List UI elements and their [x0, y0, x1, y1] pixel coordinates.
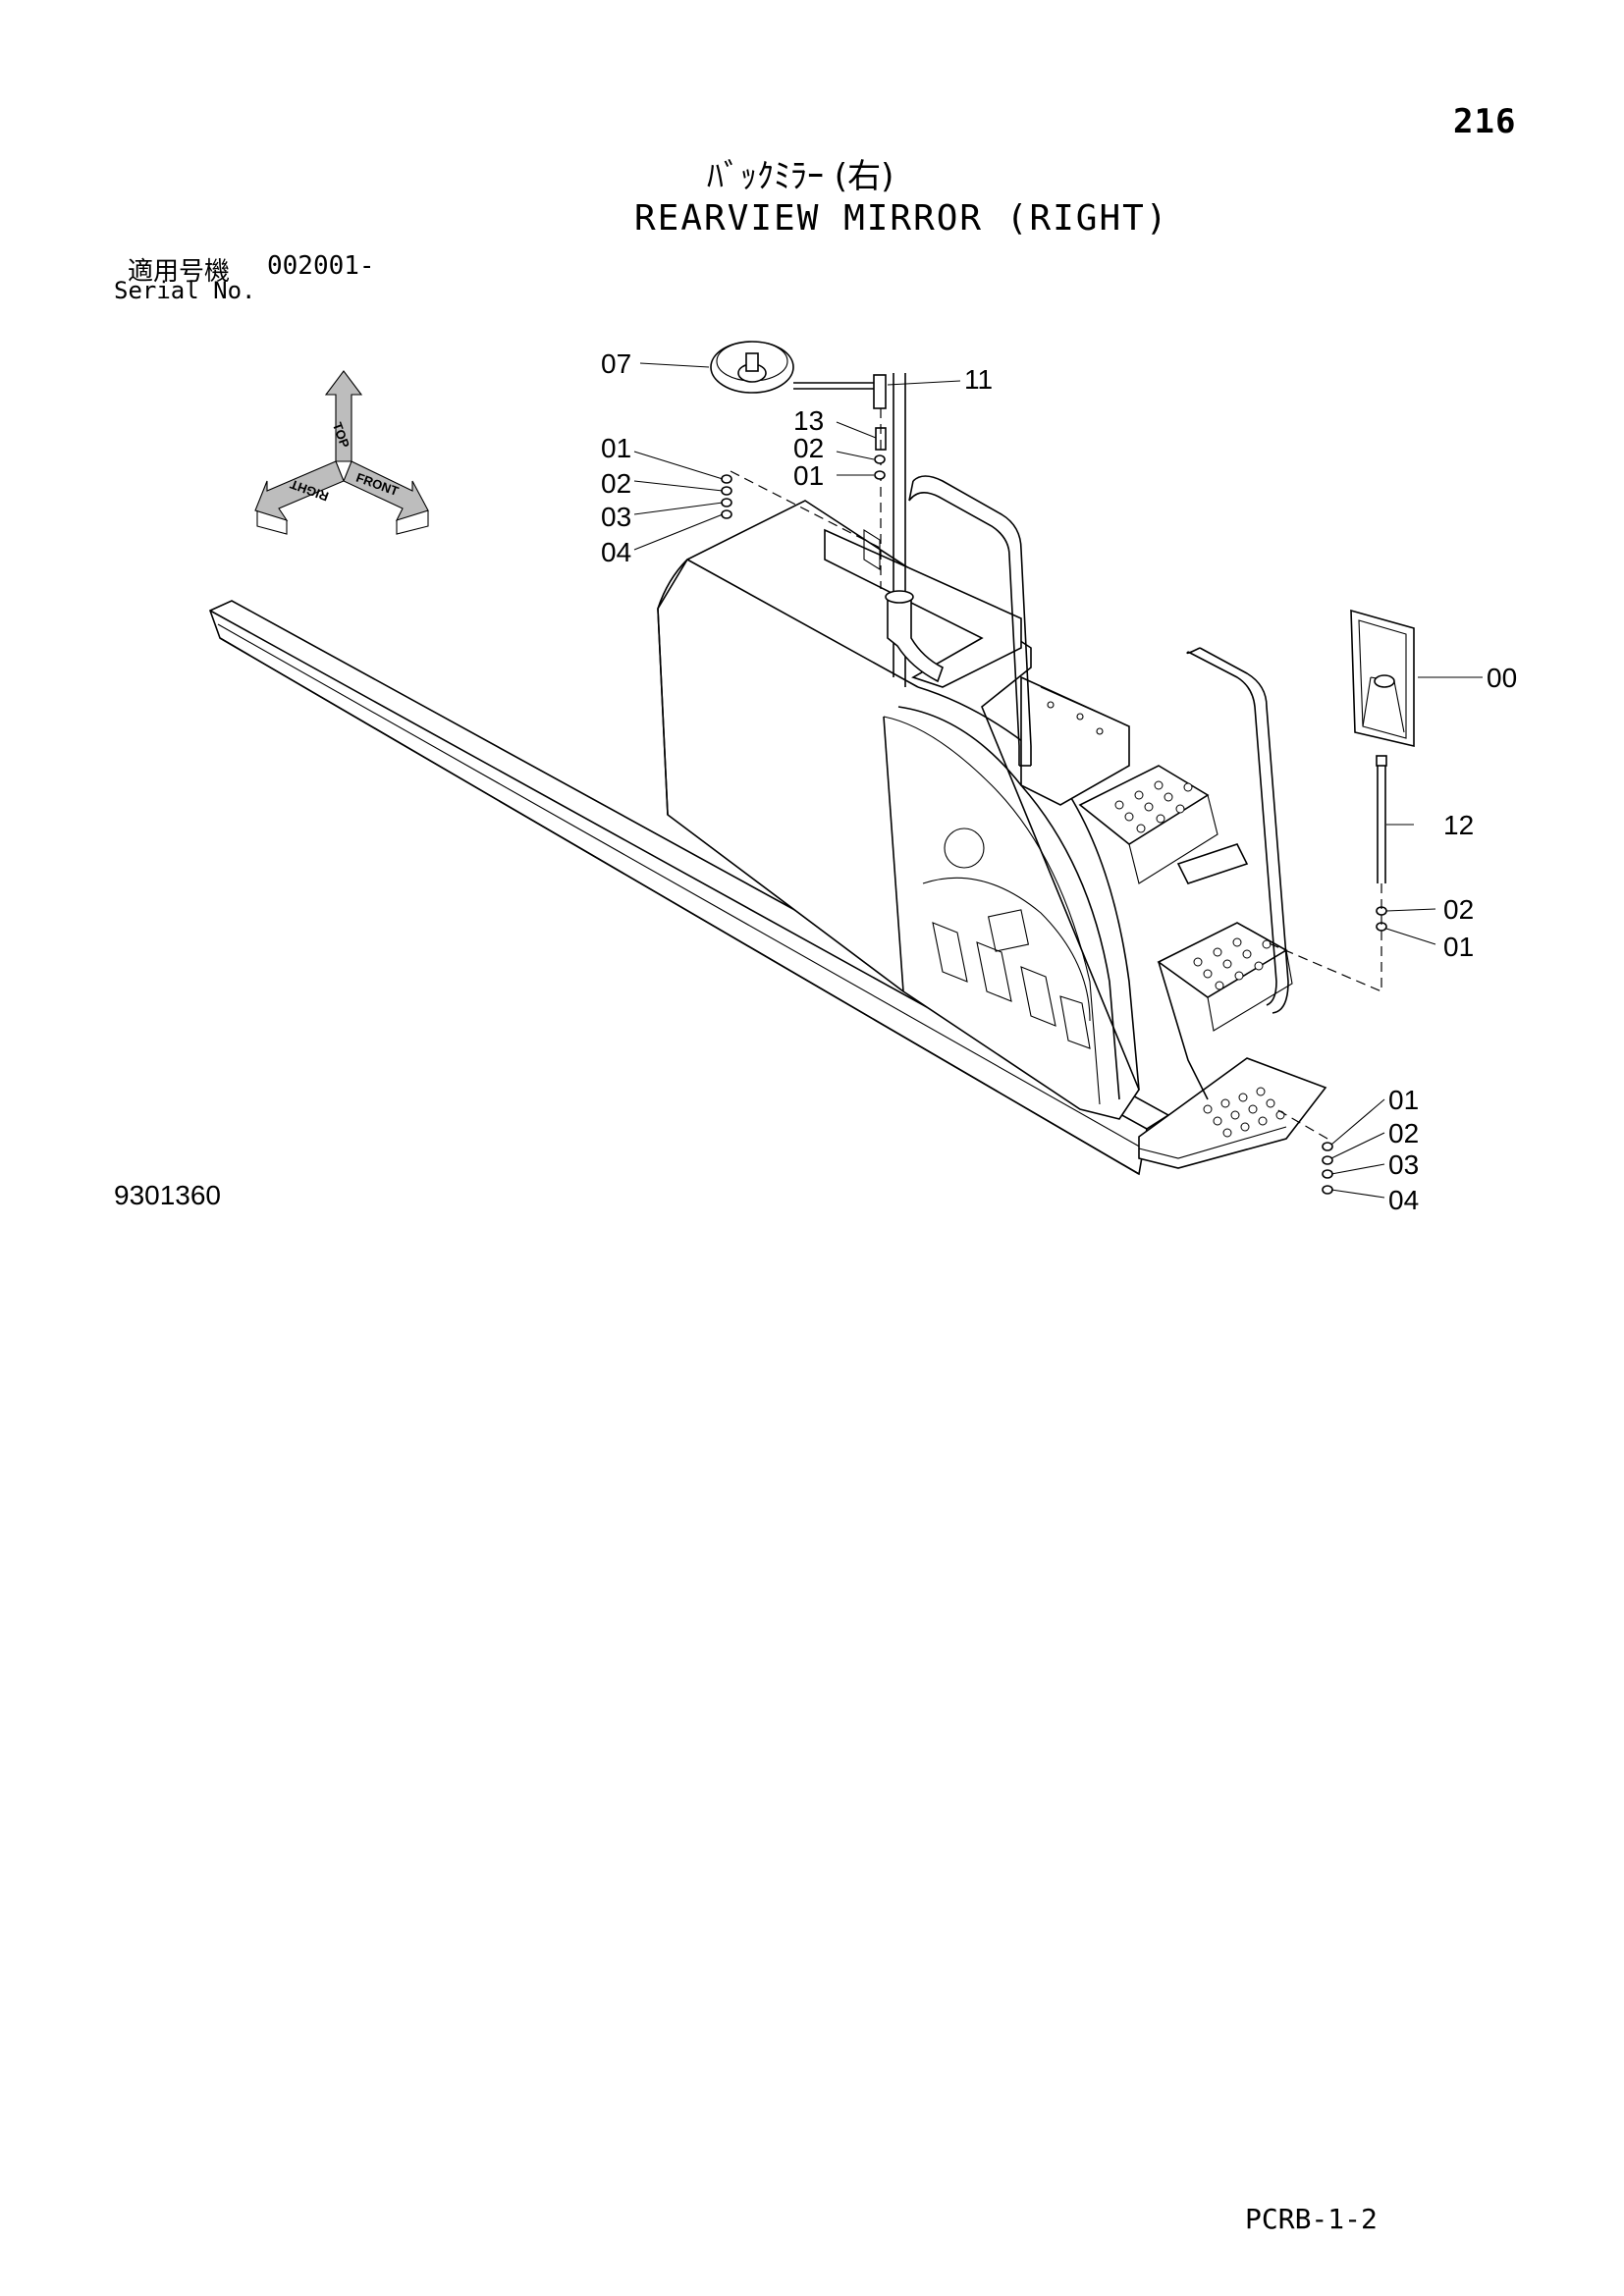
- callout-01-left: 01: [601, 433, 631, 463]
- callout-03-left: 03: [601, 502, 631, 532]
- handrail: [1176, 647, 1289, 1014]
- callout-13: 13: [793, 405, 824, 436]
- page-code: PCRB-1-2: [1245, 2203, 1378, 2235]
- upper-box: [824, 528, 1130, 806]
- step-plate: [1138, 1057, 1327, 1169]
- page-number: 216: [1453, 102, 1517, 141]
- callout-11: 11: [964, 364, 993, 395]
- page-title-japanese: ﾊﾞｯｸﾐﾗｰ (右): [707, 157, 894, 196]
- callout-03-bottom: 03: [1388, 1149, 1419, 1180]
- lower-step: [1157, 922, 1293, 1100]
- callout-07: 07: [601, 348, 631, 379]
- callout-12: 12: [1443, 810, 1474, 840]
- mirror-stay: [863, 373, 1032, 767]
- cap-part: [710, 341, 794, 394]
- serial-label-japanese: 適用号機: [128, 257, 231, 287]
- serial-label: Serial No.: [114, 277, 256, 304]
- leader-lines: [633, 362, 1483, 1199]
- serial-number-value: 002001-: [267, 251, 375, 281]
- callout-01-bottom: 01: [1388, 1085, 1419, 1115]
- callout-04-bottom: 04: [1388, 1185, 1419, 1215]
- drawing-number: 9301360: [114, 1180, 222, 1210]
- callout-02-right: 02: [1443, 894, 1474, 925]
- upper-step: [1078, 765, 1218, 884]
- housing-body: [657, 500, 1140, 1120]
- callout-02-top: 02: [793, 433, 824, 463]
- callout-labels: 07 11 13 02 01 01 02 03 04 00 12 02 01 0…: [601, 348, 1517, 1215]
- callout-01-top: 01: [793, 460, 824, 491]
- callout-02-left: 02: [601, 468, 631, 499]
- callout-01-right: 01: [1443, 932, 1474, 962]
- callout-04-left: 04: [601, 537, 631, 567]
- page-title: REARVIEW MIRROR (RIGHT): [634, 198, 1169, 239]
- callout-00: 00: [1487, 663, 1517, 693]
- washer-stack-bottom: [1275, 1108, 1333, 1195]
- callout-02-bottom: 02: [1388, 1118, 1419, 1148]
- orientation-indicator: TOP RIGHT FRONT: [254, 370, 429, 535]
- bolt-part: [793, 374, 887, 589]
- mirror-part: [1266, 609, 1415, 992]
